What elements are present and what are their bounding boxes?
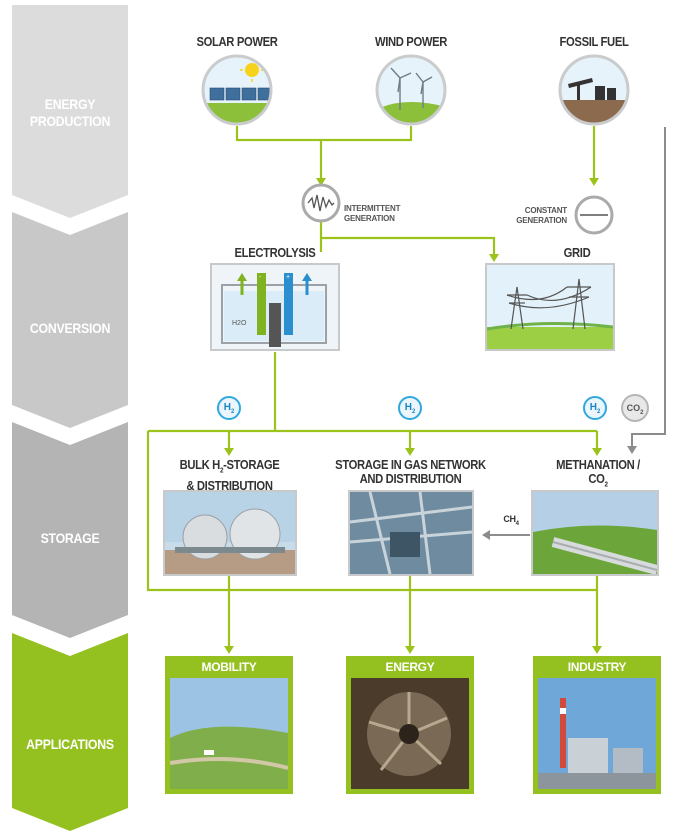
- arrowhead-methanation: [592, 448, 602, 456]
- electrolysis-diagram: H2O - +: [221, 273, 327, 347]
- h2-badge-right: H2: [583, 396, 607, 420]
- co2-line: [631, 127, 666, 448]
- arrowhead-grid: [489, 254, 499, 262]
- source-label-solar: SOLAR POWER: [196, 35, 278, 49]
- arrowhead-bulk: [224, 448, 234, 456]
- sun-icon: [245, 63, 259, 77]
- bulk-storage-image: [163, 490, 297, 576]
- arrowhead-co2: [627, 446, 637, 454]
- methanation-label: METHANATION / CO2: [535, 458, 661, 493]
- bulk-storage-sub: 2: [219, 467, 224, 475]
- co2-badge-text: CO: [626, 403, 641, 413]
- ch4-text: CH: [503, 514, 516, 524]
- arrowhead-energy: [405, 646, 415, 654]
- methanation-line2-sub: 2: [604, 481, 608, 489]
- mobility-image: [170, 678, 288, 789]
- arrowhead-mobility: [224, 646, 234, 654]
- bulk-storage-pre: BULK H: [179, 458, 221, 472]
- stage-label-storage: STORAGE: [40, 530, 100, 546]
- h2-badge-sub: 2: [596, 409, 601, 415]
- minus-text: -: [259, 274, 262, 281]
- ch4-label: CH4: [496, 514, 526, 529]
- bulk-storage-line2: & DISTRIBUTION: [186, 478, 273, 493]
- methanation-image: [531, 490, 659, 576]
- plus-text: +: [286, 274, 290, 281]
- solar-icon: [204, 57, 270, 123]
- stage-label-conversion: CONVERSION: [29, 320, 111, 336]
- stage-chevron-conversion: [12, 212, 128, 428]
- grid-image: [485, 263, 615, 351]
- oil-pump-icon: [561, 57, 627, 123]
- arrowhead-industry: [592, 646, 602, 654]
- h2-badge-middle: H2: [398, 396, 422, 420]
- intermittent-generation-label: INTERMITTENT GENERATION: [344, 204, 401, 223]
- arrowhead-gasnet: [405, 448, 415, 456]
- h2-bus: [146, 431, 597, 592]
- connector-solar-wind: [235, 126, 413, 142]
- industry-image: [538, 678, 656, 789]
- source-label-wind: WIND POWER: [374, 35, 448, 49]
- energy-image: [351, 678, 469, 789]
- industry-title: INDUSTRY: [567, 660, 627, 674]
- application-industry: INDUSTRY: [533, 656, 661, 794]
- gas-network-label: STORAGE IN GAS NETWORK AND DISTRIBUTION: [335, 458, 486, 486]
- ch4-sub: 4: [515, 520, 519, 527]
- energy-title: ENERGY: [385, 660, 435, 674]
- application-mobility: MOBILITY: [165, 656, 293, 794]
- electrolysis-label: ELECTROLYSIS: [234, 246, 316, 260]
- stage-label-production-text: ENERGY PRODUCTION: [29, 96, 111, 129]
- water-text: H2O: [232, 320, 247, 327]
- methanation-line1: METHANATION /: [556, 458, 640, 472]
- h2-badge-left: H2: [217, 396, 241, 420]
- waveform-icon: [301, 183, 341, 223]
- grid-label: GRID: [563, 246, 591, 260]
- application-energy: ENERGY: [346, 656, 474, 794]
- stage-chevron-applications: [12, 633, 128, 831]
- gas-network-image: [348, 490, 474, 576]
- co2-badge: CO2: [621, 394, 649, 422]
- connector-intermittent-grid: [319, 222, 496, 256]
- arrowhead-intermittent: [316, 178, 326, 186]
- h2-badge-sub: 2: [230, 409, 235, 415]
- co2-badge-sub: 2: [640, 409, 644, 416]
- power-pylon-icon: [487, 278, 613, 349]
- bulk-storage-post: -STORAGE: [223, 458, 280, 472]
- constant-generation-label: CONSTANT GENERATION: [516, 206, 567, 225]
- electrolysis-image: H2O - +: [210, 263, 340, 351]
- stage-label-production: ENERGY PRODUCTION: [19, 96, 121, 130]
- h2-badge-text: H: [223, 402, 231, 413]
- source-label-fossil: FOSSIL FUEL: [559, 35, 629, 49]
- stage-label-applications: APPLICATIONS: [26, 736, 114, 752]
- mobility-title: MOBILITY: [201, 660, 257, 674]
- h2-badge-sub: 2: [411, 409, 416, 415]
- arrowhead-ch4: [482, 530, 490, 540]
- h2-badge-text: H: [404, 402, 412, 413]
- h2-badge-text: H: [589, 402, 597, 413]
- stage-chevron-production: [12, 5, 128, 218]
- bulk-storage-label: BULK H2-STORAGE & DISTRIBUTION: [164, 458, 295, 493]
- stage-chevron-storage: [12, 422, 128, 638]
- methanation-line2: CO: [588, 472, 605, 486]
- arrowhead-constant: [589, 178, 599, 186]
